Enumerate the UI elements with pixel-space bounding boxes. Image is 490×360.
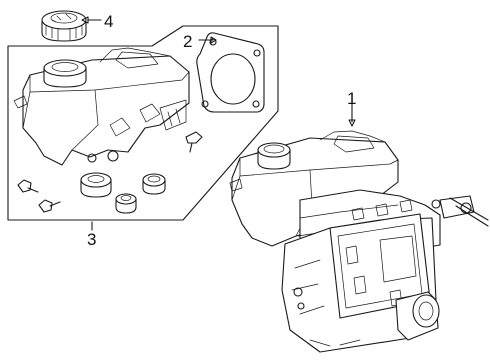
- callout-1: 1: [347, 89, 356, 108]
- grommet-right: [142, 173, 166, 195]
- callout-4: 4: [104, 12, 113, 31]
- grommet-large-left: [80, 172, 112, 198]
- gasket: [196, 32, 265, 113]
- kit-box: [7, 25, 279, 221]
- reservoir-cap: [41, 10, 87, 42]
- leader-lines: [81, 16, 356, 231]
- reservoir-kit: [13, 47, 190, 166]
- callout-2: 2: [183, 32, 192, 51]
- bolt-upper: [185, 131, 203, 153]
- screw-left: [17, 179, 39, 193]
- grommet-small: [115, 193, 137, 214]
- booster-assembly: [229, 130, 489, 353]
- screw-bottom: [38, 199, 61, 213]
- callout-3: 3: [87, 230, 96, 249]
